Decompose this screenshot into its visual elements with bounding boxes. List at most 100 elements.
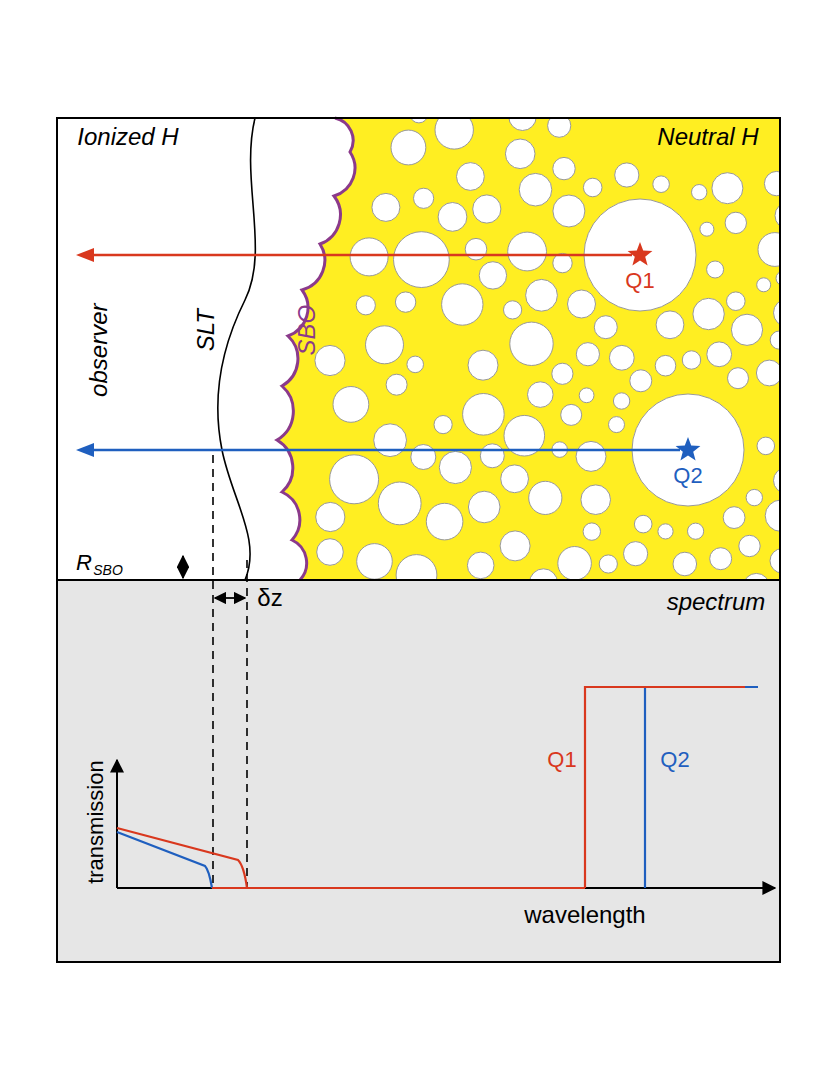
ionized-bubble xyxy=(757,437,775,455)
ionized-bubble xyxy=(530,569,558,579)
ionized-bubble xyxy=(372,193,400,221)
ionized-bubble xyxy=(576,343,599,366)
ionized-bubble xyxy=(656,311,684,339)
ionized-bubble xyxy=(658,524,673,539)
rsbo-arrow xyxy=(182,556,184,578)
ionized-bubble xyxy=(743,573,769,579)
ionized-bubble xyxy=(774,468,780,493)
spectrum-q2-label: Q2 xyxy=(660,748,689,772)
ionized-bubble xyxy=(700,222,714,236)
ionized-bubble xyxy=(411,445,436,470)
ionized-bubble xyxy=(775,202,779,229)
ionized-bubble xyxy=(548,119,571,137)
ionized-bubble xyxy=(391,130,426,165)
spectrum-q1-label: Q1 xyxy=(547,748,576,772)
ionized-bubble xyxy=(757,278,771,292)
ionized-bubble xyxy=(553,157,575,179)
ionized-bubble xyxy=(682,351,700,369)
ionized-bubble xyxy=(707,261,724,278)
ionized-bubble xyxy=(712,173,743,204)
ionized-bubble xyxy=(501,465,529,493)
ionized-bubble xyxy=(609,345,634,370)
quasar-bubble: Q1 xyxy=(583,198,697,312)
ionized-bubble xyxy=(615,163,639,187)
ionized-bubble xyxy=(731,314,762,345)
arrowhead xyxy=(76,248,94,262)
ionized-bubble xyxy=(613,393,629,409)
ionized-bubble xyxy=(333,387,369,423)
dashed-guide xyxy=(212,455,214,888)
ionized-bubble xyxy=(528,382,554,408)
ionized-bubble xyxy=(426,503,463,540)
ionized-bubble xyxy=(414,188,434,208)
ionized-bubble xyxy=(776,271,779,285)
ionized-bubble xyxy=(725,212,746,233)
ionized-bubble xyxy=(463,394,505,436)
ionized-bubble xyxy=(508,232,547,271)
ionized-bubble xyxy=(758,233,779,267)
ionized-bubble xyxy=(764,171,779,195)
ionized-bubble xyxy=(599,555,617,573)
ionized-bubble xyxy=(529,481,562,514)
ionized-bubble xyxy=(553,253,572,272)
ionized-bubble xyxy=(756,360,779,386)
ionized-bubble xyxy=(552,363,573,384)
ionized-bubble xyxy=(727,292,746,311)
ionized-bubble xyxy=(366,326,404,364)
ionized-bubble xyxy=(457,163,485,191)
ionized-bubble xyxy=(357,544,393,579)
ionized-bubble xyxy=(707,342,732,367)
arrowhead xyxy=(76,443,94,457)
ionized-bubble xyxy=(739,535,760,556)
ionized-bubble xyxy=(378,482,421,525)
quasar-label: Q1 xyxy=(625,269,654,293)
ionized-bubble xyxy=(503,301,521,319)
ionized-bubble xyxy=(655,355,676,376)
slt-label: SLT xyxy=(193,309,219,351)
quasar-bubble: Q2 xyxy=(631,393,745,507)
ionized-bubble xyxy=(465,238,487,260)
ionized-bubble xyxy=(624,542,648,566)
sbo-label: SBO xyxy=(294,305,320,356)
ionized-bubble xyxy=(505,139,535,169)
ionized-bubble xyxy=(386,374,407,395)
top-panel xyxy=(57,118,780,580)
ionized-bubble xyxy=(356,296,375,315)
bubble-outline xyxy=(631,393,745,507)
bubble-outline xyxy=(583,198,697,312)
ionized-bubble xyxy=(374,424,407,457)
ionized-bubble xyxy=(504,415,545,456)
ionized-bubble xyxy=(583,523,600,540)
neutral-region xyxy=(277,118,780,580)
ionized-bubble xyxy=(473,195,501,223)
ionized-bubble xyxy=(693,298,724,329)
x-axis xyxy=(117,887,775,889)
ionized-bubble xyxy=(692,185,707,200)
quasar-star xyxy=(676,437,701,461)
sightline xyxy=(90,254,632,256)
ionized-bubble xyxy=(774,299,780,326)
quasar-star xyxy=(628,242,653,266)
ionized-bubble xyxy=(316,502,345,531)
q1-step xyxy=(585,687,745,888)
ionized-bubble xyxy=(480,444,504,468)
ionized-bubble xyxy=(609,417,625,433)
ionized-bubble xyxy=(394,232,450,288)
ionized-bubble xyxy=(350,238,388,276)
ionized-bubble xyxy=(553,195,585,227)
panel-divider xyxy=(57,579,780,581)
ionized-bubble xyxy=(434,416,452,434)
ionized-bubble xyxy=(770,331,779,349)
ionized-bubble xyxy=(435,119,473,149)
ionized-bubble xyxy=(746,489,762,505)
q1-trough xyxy=(212,887,585,889)
ionized-bubble xyxy=(330,455,379,504)
sbo-boundary xyxy=(277,118,355,580)
slt-line xyxy=(218,118,256,580)
panel-label: spectrum xyxy=(667,589,766,615)
y-axis xyxy=(116,760,118,888)
ionized-bubble xyxy=(634,515,652,533)
